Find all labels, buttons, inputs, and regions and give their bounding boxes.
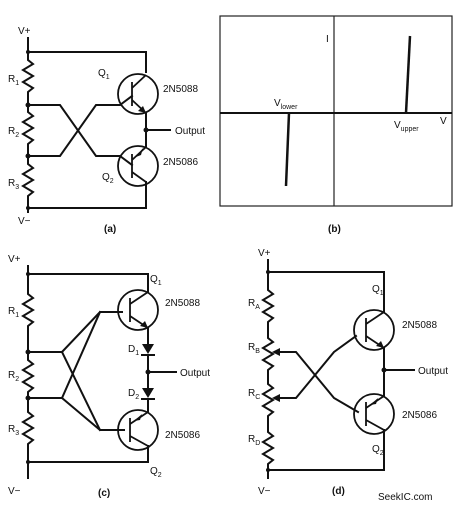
b-caption: (b)	[328, 224, 341, 235]
c-caption: (c)	[98, 488, 110, 499]
d-resistor-rd	[261, 423, 275, 471]
c-d2-label: D2	[128, 388, 139, 401]
d-cross-wire-rb-to-q2	[279, 351, 360, 414]
panel-b-iv-plot: I V Vlower Vupper (b)	[219, 15, 453, 235]
c-transistor-q2	[117, 409, 159, 451]
c-cross-diag-2	[60, 310, 102, 400]
c-diode-d1	[141, 344, 155, 356]
c-resistor-r3	[21, 397, 35, 463]
a-r1-label: R1	[8, 74, 19, 87]
d-q1-label: Q1	[372, 284, 384, 297]
d-ra-label: RA	[248, 298, 260, 311]
d-q2-label: Q2	[372, 444, 384, 457]
d-rd-label: RD	[248, 434, 260, 447]
a-output-node	[143, 127, 149, 133]
a-resistor-r1	[21, 54, 35, 106]
a-node-top	[26, 50, 30, 54]
c-cross-diag-1	[60, 350, 102, 432]
c-r3-label: R3	[8, 424, 19, 437]
d-q2-part: 2N5086	[402, 410, 437, 421]
d-cross-wire-rc-to-q1	[279, 334, 358, 399]
d-rb-wiper-arrow	[272, 348, 280, 356]
d-resistor-ra	[261, 287, 275, 335]
d-q1-part: 2N5088	[402, 320, 437, 331]
d-resistor-rb	[261, 333, 275, 381]
d-rb-label: RB	[248, 342, 260, 355]
c-vminus-label: V−	[8, 486, 21, 497]
b-vlower-label: Vlower	[274, 98, 298, 111]
a-cross-wire-r1r2-to-q2	[27, 104, 134, 167]
c-q2-part: 2N5086	[165, 430, 200, 441]
a-resistor-r2	[21, 104, 35, 157]
a-cross-wire-r2r3-to-q1	[27, 94, 134, 157]
c-cross-wire-to-q2	[27, 397, 125, 431]
c-diode-d2	[141, 388, 155, 400]
c-q1-label: Q1	[150, 274, 162, 287]
c-r2-label: R2	[8, 370, 19, 383]
c-d1-label: D1	[128, 344, 139, 357]
d-vplus-label: V+	[258, 248, 271, 259]
b-i-axis-label: I	[326, 34, 329, 45]
b-vupper-label: Vupper	[394, 120, 419, 133]
c-output-node	[145, 369, 151, 375]
d-vminus-label: V−	[258, 486, 271, 497]
panel-d-schematic: V+ RA RB RC RD V−	[248, 248, 448, 497]
d-output-label: Output	[418, 366, 448, 377]
a-q1-label: Q1	[98, 68, 110, 81]
a-r3-label: R3	[8, 178, 19, 191]
d-caption: (d)	[332, 486, 345, 497]
b-v-axis-label: V	[440, 116, 447, 127]
c-q2-label: Q2	[150, 466, 162, 479]
d-resistor-rc	[261, 379, 275, 425]
c-cross-wire-to-q1	[27, 311, 123, 353]
c-node-top	[26, 272, 30, 276]
c-node-bottom	[26, 460, 30, 464]
a-resistor-r3	[21, 155, 35, 209]
d-rc-label: RC	[248, 388, 260, 401]
c-r1-label: R1	[8, 306, 19, 319]
a-transistor-q1	[117, 73, 159, 115]
panel-a-schematic: V+ R1 R2 R3 V−	[8, 26, 205, 235]
c-q1-part: 2N5088	[165, 298, 200, 309]
a-vplus-label: V+	[18, 26, 31, 37]
c-transistor-q1	[117, 289, 159, 331]
b-upper-curve	[404, 35, 412, 114]
d-transistor-q1	[353, 309, 395, 351]
panel-c-schematic: V+ R1 R2 R3 V−	[8, 254, 210, 499]
watermark-text: SeekIC.com	[378, 492, 432, 503]
a-caption: (a)	[104, 224, 116, 235]
a-transistor-q2	[117, 145, 159, 187]
d-transistor-q2	[353, 393, 395, 435]
a-q2-label: Q2	[102, 172, 114, 185]
d-node-bottom	[266, 468, 270, 472]
a-vminus-label: V−	[18, 216, 31, 227]
c-vplus-label: V+	[8, 254, 21, 265]
c-resistor-r1	[21, 289, 35, 353]
b-lower-curve	[284, 112, 291, 187]
b-plot-frame	[219, 15, 453, 207]
a-q1-part: 2N5088	[163, 84, 198, 95]
a-q2-part: 2N5086	[163, 157, 198, 168]
c-resistor-r2	[21, 351, 35, 399]
c-output-label: Output	[180, 368, 210, 379]
a-output-label: Output	[175, 126, 205, 137]
d-rc-wiper-arrow	[272, 394, 280, 402]
a-r2-label: R2	[8, 126, 19, 139]
d-node-top	[266, 270, 270, 274]
d-output-node	[381, 367, 387, 373]
a-node-bottom	[26, 206, 30, 210]
